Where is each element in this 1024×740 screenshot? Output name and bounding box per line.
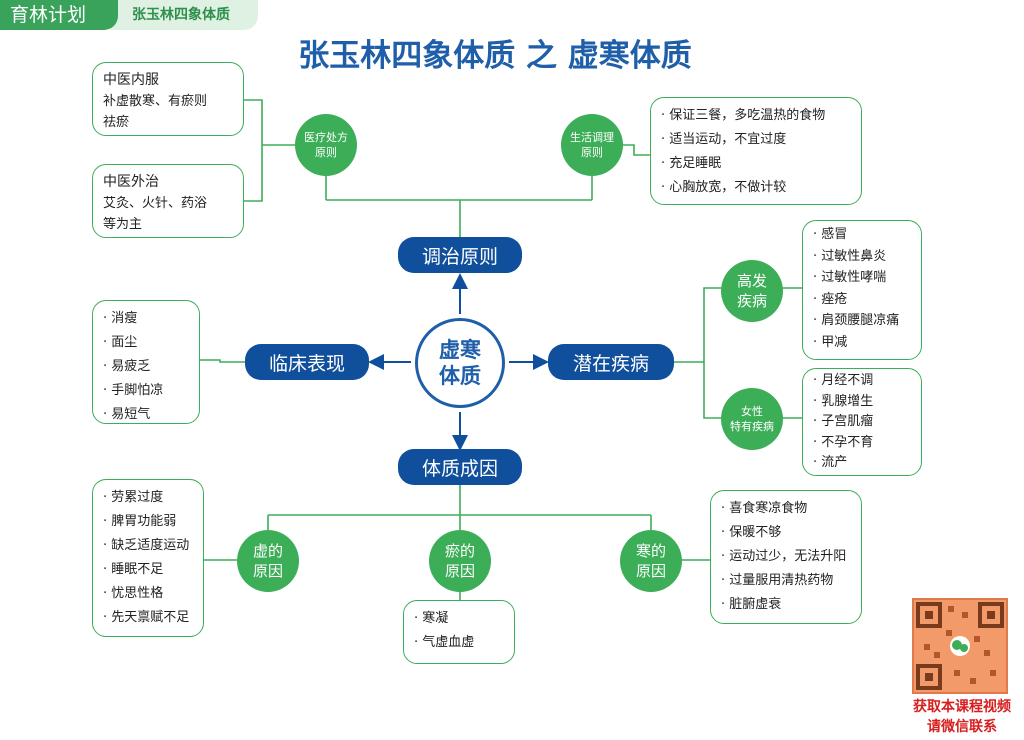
cold-cause-node: 寒的原因: [620, 530, 682, 592]
list-item: · 月经不调: [813, 373, 874, 388]
list-item: · 痤疮: [813, 291, 848, 307]
cold-cause-box: · 喜食寒凉食物 · 保暖不够 · 运动过少，无法升阳 · 过量服用清热药物 ·…: [710, 490, 862, 624]
female-line1: 女性: [741, 405, 763, 418]
list-item: · 先天禀赋不足: [103, 610, 190, 625]
list-item: · 气虚血虚: [414, 635, 475, 650]
internal-medicine-box: 中医内服 补虚散寒、有瘀则 祛瘀: [92, 62, 244, 136]
list-item: · 充足睡眠: [661, 156, 722, 171]
stasis-line2: 原因: [444, 562, 475, 580]
lifestyle-principle-node: 生活调理原则: [561, 114, 623, 176]
branch-symptoms: 临床表现: [245, 344, 369, 380]
lifestyle-line2: 原则: [581, 146, 603, 159]
list-item: · 喜食寒凉食物: [721, 501, 808, 516]
list-item: · 寒凝: [414, 611, 449, 626]
list-item: · 心胸放宽，不做计较: [661, 180, 787, 195]
center-line2: 体质: [439, 364, 481, 388]
promo-line1: 获取本课程视频: [913, 699, 1011, 715]
stasis-cause-box: · 寒凝 · 气虚血虚: [403, 600, 515, 664]
list-item: · 乳腺增生: [813, 393, 874, 409]
list-item: · 脏腑虚衰: [721, 597, 782, 612]
list-item: · 子宫肌瘤: [813, 414, 874, 429]
lifestyle-line1: 生活调理: [570, 131, 614, 144]
promo-line2: 请微信联系: [927, 719, 997, 735]
list-item: · 缺乏适度运动: [103, 538, 190, 553]
list-item: · 过敏性鼻炎: [813, 248, 887, 264]
deficiency-cause-node: 虚的原因: [237, 530, 299, 592]
branch-treatment: 调治原则: [398, 237, 522, 273]
symptoms-box: · 消瘦 · 面尘 · 易疲乏 · 手脚怕凉 · 易短气: [92, 300, 200, 424]
center-line1: 虚寒: [439, 338, 481, 362]
list-item: · 保证三餐，多吃温热的食物: [661, 108, 826, 123]
brand-label: 育林计划: [0, 0, 118, 30]
list-item: · 肩颈腰腿凉痛: [813, 313, 900, 328]
list-item: · 易短气: [103, 407, 151, 422]
stasis-line1: 瘀的: [444, 542, 475, 560]
list-item: · 适当运动，不宜过度: [661, 132, 787, 147]
list-item: · 消瘦: [103, 311, 138, 326]
qr-pattern-icon: [916, 602, 1004, 690]
female-diseases-node: 女性特有疾病: [721, 388, 783, 450]
cold-line1: 寒的: [635, 542, 666, 560]
common-line1: 高发: [736, 272, 767, 290]
list-item: · 不孕不育: [813, 434, 874, 450]
header-subtitle: 张玉林四象体质: [110, 0, 258, 30]
common-diseases-box: · 感冒 · 过敏性鼻炎 · 过敏性哮喘 · 痤疮 · 肩颈腰腿凉痛 · 甲减: [802, 220, 922, 360]
external-treatment-box: 中医外治 艾灸、火针、药浴 等为主: [92, 164, 244, 238]
list-item: · 劳累过度: [103, 490, 164, 505]
list-item: · 面尘: [103, 335, 138, 350]
lifestyle-box: · 保证三餐，多吃温热的食物 · 适当运动，不宜过度 · 充足睡眠 · 心胸放宽…: [650, 97, 862, 205]
list-item: · 忧思性格: [103, 586, 164, 601]
common-line2: 疾病: [736, 292, 767, 310]
cold-line2: 原因: [635, 562, 666, 580]
promo-text: 获取本课程视频 请微信联系: [900, 697, 1024, 737]
internal-body1: 补虚散寒、有瘀则: [103, 94, 208, 109]
female-line2: 特有疾病: [730, 420, 774, 433]
center-node: 虚寒体质: [415, 318, 505, 408]
external-body2: 等为主: [103, 217, 143, 232]
internal-title: 中医内服: [103, 72, 159, 88]
list-item: · 保暖不够: [721, 525, 782, 540]
deficiency-line2: 原因: [252, 562, 283, 580]
internal-body2: 祛瘀: [103, 115, 130, 130]
medical-principle-node: 医疗处方原则: [295, 114, 357, 176]
stasis-cause-node: 瘀的原因: [429, 530, 491, 592]
common-diseases-node: 高发疾病: [721, 260, 783, 322]
external-body1: 艾灸、火针、药浴: [103, 196, 208, 211]
list-item: · 易疲乏: [103, 359, 151, 374]
branch-diseases: 潜在疾病: [548, 344, 674, 380]
list-item: · 甲减: [813, 334, 848, 350]
deficiency-cause-box: · 劳累过度 · 脾胃功能弱 · 缺乏适度运动 · 睡眠不足 · 忧思性格 · …: [92, 479, 204, 637]
medical-line2: 原则: [315, 146, 337, 159]
female-diseases-box: · 月经不调 · 乳腺增生 · 子宫肌瘤 · 不孕不育 · 流产: [802, 368, 922, 476]
list-item: · 睡眠不足: [103, 562, 164, 577]
list-item: · 过量服用清热药物: [721, 573, 834, 588]
list-item: · 手脚怕凉: [103, 383, 164, 398]
list-item: · 过敏性哮喘: [813, 270, 887, 285]
deficiency-line1: 虚的: [252, 542, 283, 560]
list-item: · 运动过少，无法升阳: [721, 549, 847, 564]
page-title: 张玉林四象体质 之 虚寒体质: [298, 38, 692, 74]
medical-line1: 医疗处方: [304, 131, 348, 144]
list-item: · 感冒: [813, 227, 848, 242]
external-title: 中医外治: [103, 174, 159, 190]
branch-causes: 体质成因: [398, 449, 522, 485]
list-item: · 流产: [813, 455, 848, 470]
list-item: · 脾胃功能弱: [103, 514, 177, 529]
wechat-qr-code[interactable]: [912, 598, 1008, 694]
